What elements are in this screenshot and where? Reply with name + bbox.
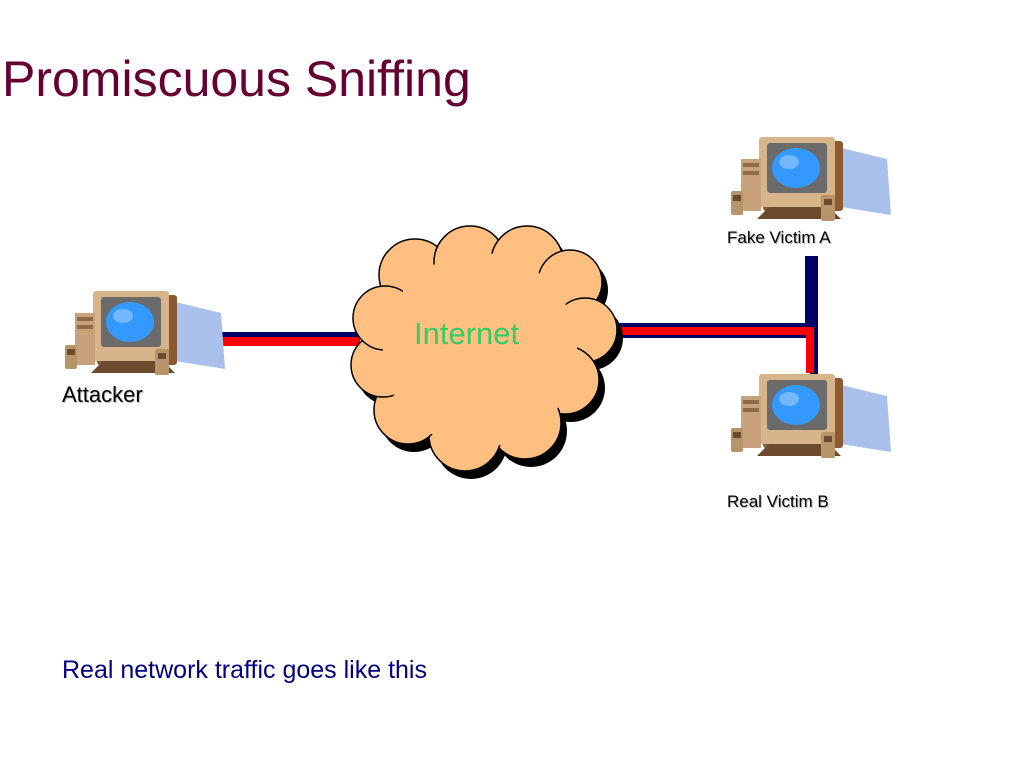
real-victim-computer-icon <box>731 374 891 458</box>
fake-victim-link <box>805 256 818 334</box>
fake-victim-computer-icon <box>731 137 891 221</box>
network-links <box>205 256 818 374</box>
attacker-traffic-line <box>205 337 360 346</box>
slide-caption: Real network traffic goes like this <box>62 656 427 684</box>
traffic-line-vertical <box>806 327 814 373</box>
real-victim-label: Real Victim B <box>727 492 829 511</box>
fake-victim-label: Fake Victim A <box>727 228 831 247</box>
attacker-computer-icon <box>65 291 225 375</box>
slide-title: Promiscuous Sniffing <box>2 51 471 107</box>
traffic-line-horizontal <box>606 327 812 335</box>
internet-label: Internet <box>414 316 520 351</box>
cloud-icon <box>350 225 623 479</box>
attacker-label: Attacker <box>62 382 143 407</box>
